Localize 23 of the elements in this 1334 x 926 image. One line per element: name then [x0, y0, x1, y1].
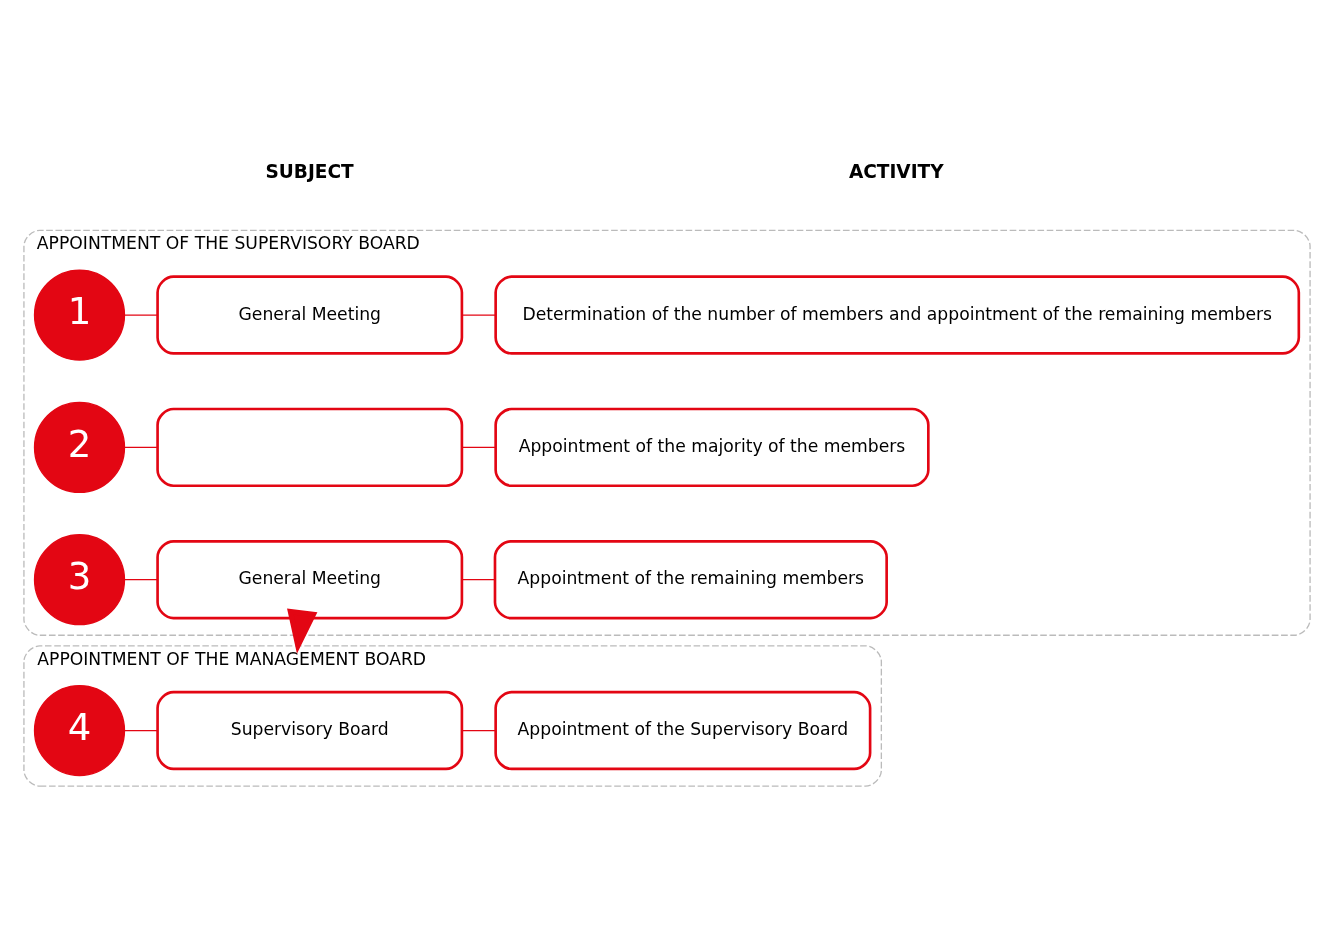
label: SUBJECT [265, 161, 354, 183]
node-box: Supervisory Board [156, 690, 464, 771]
connector [124, 579, 159, 581]
node-box: General Meeting [156, 275, 464, 355]
label: ACTIVITY [848, 161, 944, 183]
node-circle: 3 [33, 534, 126, 626]
node-box: Appointment of the majority of the members [494, 407, 930, 488]
node-box [156, 407, 464, 488]
connector [124, 729, 159, 732]
connector [461, 314, 497, 316]
node-box: Determination of the number of members and appointment of the remaining members [494, 275, 1301, 355]
arrow [287, 608, 318, 654]
connector [124, 314, 159, 316]
connector [124, 446, 159, 449]
node-box: Appointment of the Supervisory Board [494, 690, 872, 771]
node-box: General Meeting [156, 540, 464, 620]
node-box: Appointment of the remaining members [493, 540, 888, 620]
connector [461, 579, 496, 581]
node-circle: 1 [33, 269, 126, 361]
node-circle: 2 [33, 401, 126, 494]
connector [461, 729, 496, 732]
node-circle: 4 [33, 684, 126, 777]
connector [461, 446, 496, 449]
